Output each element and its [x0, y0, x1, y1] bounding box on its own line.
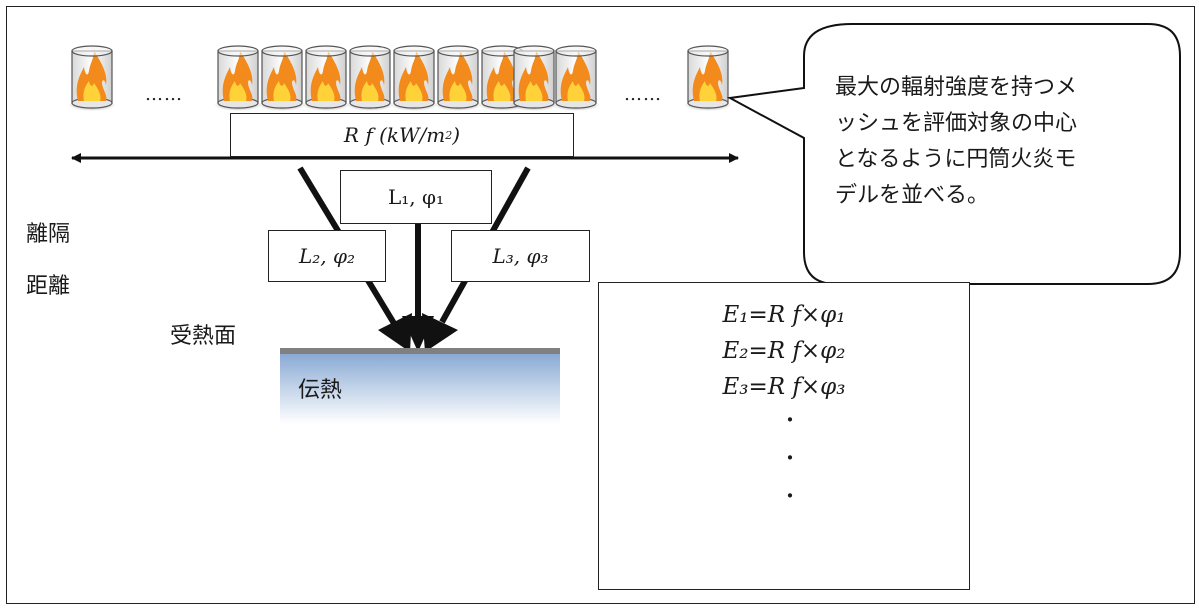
- continuation-dot: ・: [780, 484, 800, 508]
- cylinder-fire-icon: [257, 45, 307, 112]
- callout-text: 最大の輻射強度を持つメ ッシュを評価対象の中心 となるように円筒火炎モ デルを並…: [835, 70, 1165, 214]
- distance-label-top: 離隔: [26, 222, 71, 247]
- cylinder-fire-icon: [213, 45, 263, 112]
- rf-superscript: 2: [445, 128, 453, 142]
- equations-box: [598, 282, 970, 590]
- distance-label-bottom: 距離: [26, 274, 71, 299]
- view-box-1: L₁, φ₁: [340, 170, 492, 224]
- receiving-surface-label: 受熱面: [170, 324, 237, 349]
- cylinder-fire-icon: [509, 45, 559, 112]
- continuation-dot: ・: [780, 446, 800, 470]
- callout-line: 最大の輻射強度を持つメ: [835, 75, 1078, 100]
- ellipsis-left: ……: [145, 84, 183, 105]
- heat-transfer-region: [280, 354, 560, 424]
- rf-close: ): [452, 123, 461, 147]
- continuation-dot: ・: [780, 408, 800, 432]
- equation-e1: E₁=R f×φ₁: [722, 302, 846, 328]
- diagram-frame: [6, 6, 1195, 604]
- rf-label: R f (kW/m: [343, 123, 446, 147]
- cylinder-fire-icon: [683, 45, 733, 112]
- cylinder-fire-icon: [301, 45, 351, 112]
- callout-line: ッシュを評価対象の中心: [835, 111, 1078, 136]
- cylinder-fire-icon: [67, 45, 117, 112]
- receiving-surface-bar: [280, 348, 560, 354]
- view-box-2: L₂, φ₂: [268, 230, 386, 282]
- equation-e2: E₂=R f×φ₂: [722, 338, 846, 364]
- cylinder-fire-icon: [433, 45, 483, 112]
- equation-e3: E₃=R f×φ₃: [722, 374, 846, 400]
- heat-transfer-label: 伝熱: [298, 378, 343, 403]
- cylinder-fire-icon: [551, 45, 601, 112]
- callout-line: デルを並べる。: [835, 183, 990, 208]
- ellipsis-right: ……: [624, 84, 662, 105]
- callout-line: となるように円筒火炎モ: [835, 147, 1077, 172]
- cylinder-fire-icon: [345, 45, 395, 112]
- view-box-3: L₃, φ₃: [451, 230, 590, 282]
- cylinder-fire-icon: [389, 45, 439, 112]
